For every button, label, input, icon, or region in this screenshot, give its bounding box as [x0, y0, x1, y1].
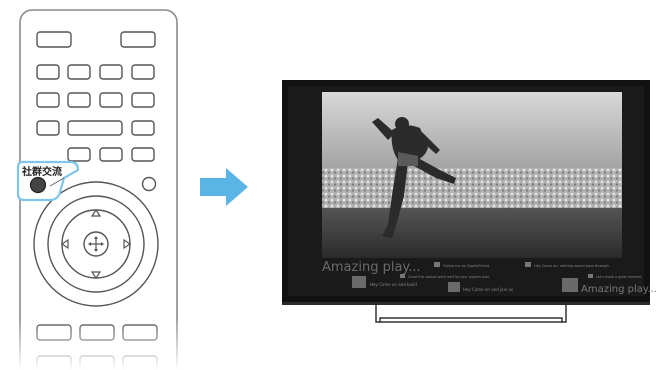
remote-fade-overlay — [14, 318, 184, 370]
caption-right: Amazing play... — [581, 284, 656, 295]
television: Amazing play... Follow me on SportsFrien… — [282, 80, 656, 322]
remote-button-r4-3[interactable] — [100, 148, 122, 161]
remote-button-top-left[interactable] — [37, 32, 71, 47]
remote-button-r3-1[interactable] — [37, 121, 59, 135]
remote-button-top-right[interactable] — [121, 32, 155, 47]
ticker-text-5: Hey Come on and join us — [463, 287, 513, 292]
flow-arrow — [200, 168, 248, 206]
photo-field — [322, 208, 622, 258]
tv-stand — [376, 305, 566, 322]
remote-button-r1-3[interactable] — [100, 65, 122, 79]
remote-button-r2-3[interactable] — [100, 93, 122, 107]
ticker-text-4: Hey Come on and build — [370, 282, 417, 287]
ticker-text-2: Hey Come on, nothing would pass through — [534, 264, 609, 268]
ticker-icon-2 — [525, 262, 531, 267]
remote-button-r2-1[interactable] — [37, 93, 59, 107]
remote-button-r4-4[interactable] — [132, 148, 154, 161]
remote-button-r1-4[interactable] — [132, 65, 154, 79]
ticker-thumb-2 — [448, 282, 460, 292]
stand-bar — [380, 318, 562, 322]
photo-crowd — [322, 168, 622, 210]
caption-main: Amazing play... — [322, 260, 421, 275]
social-button-label: 社群交流 — [21, 165, 62, 178]
ticker-icon-4 — [588, 274, 593, 278]
remote-button-r3-4[interactable] — [132, 121, 154, 135]
remote-button-r1-2[interactable] — [68, 65, 90, 79]
remote-button-r4-2[interactable] — [68, 148, 90, 161]
ticker-text-3: Great this season went well for your pla… — [408, 275, 490, 279]
remote-button-r2-4[interactable] — [132, 93, 154, 107]
ticker-text-1: Follow me on SportsFriend — [443, 264, 489, 268]
ticker-icon-1 — [434, 262, 440, 267]
tv-photo — [322, 92, 622, 258]
tv-bottom-edge — [282, 302, 650, 305]
remote-button-round-small[interactable] — [143, 178, 156, 191]
ticker-thumb-1 — [352, 276, 366, 288]
remote-button-r3-wide[interactable] — [68, 121, 122, 135]
ticker-icon-3 — [400, 274, 405, 278]
ticker-thumb-3 — [562, 278, 578, 292]
ticker-text-6: Let's share a great moment — [596, 275, 642, 279]
social-button[interactable] — [31, 178, 46, 193]
remote-button-r1-1[interactable] — [37, 65, 59, 79]
remote-button-r2-2[interactable] — [68, 93, 90, 107]
